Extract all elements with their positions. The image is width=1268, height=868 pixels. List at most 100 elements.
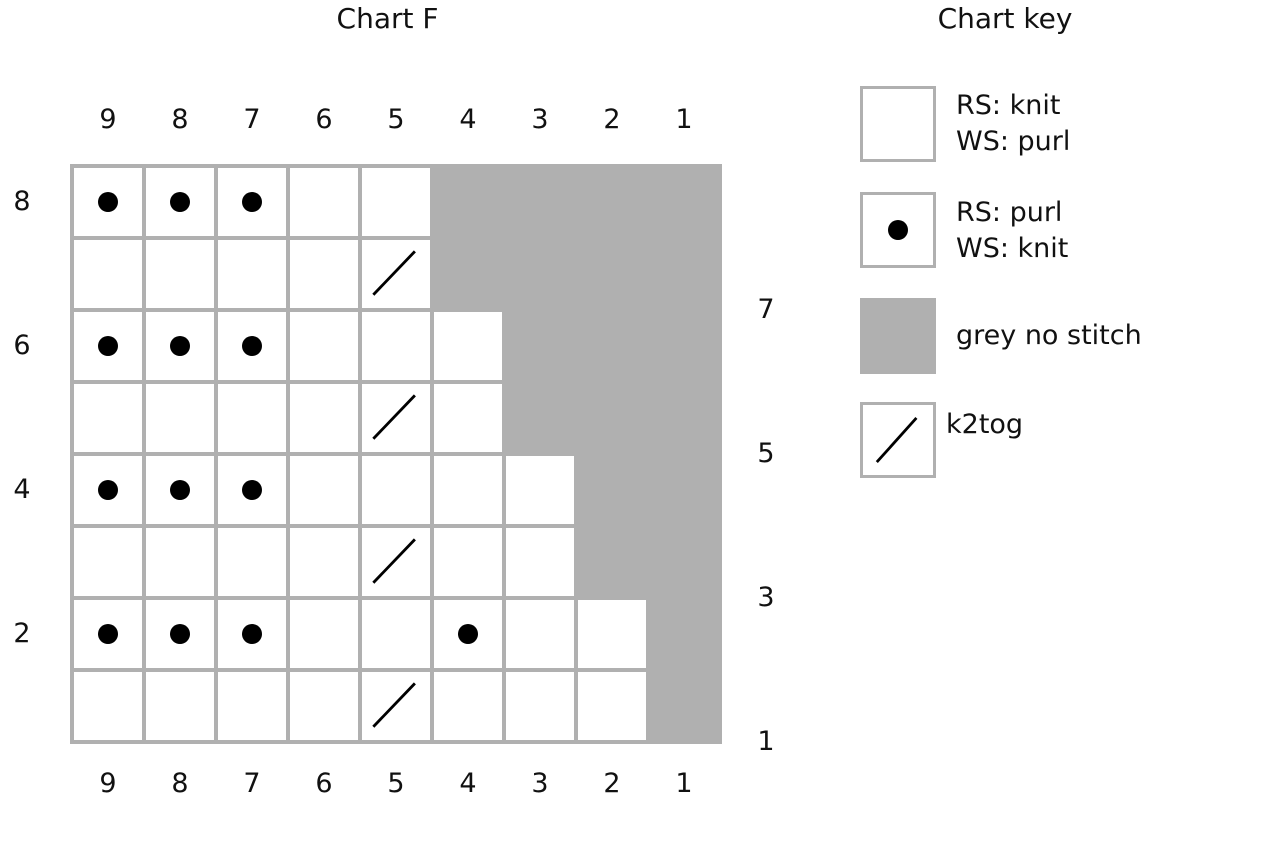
column-number-top: 1 <box>675 104 693 135</box>
chart-cell-blank <box>288 238 360 310</box>
chart-cell-grey <box>576 454 648 526</box>
column-number-bottom: 8 <box>171 768 189 799</box>
purl-dot-icon <box>170 336 190 356</box>
chart-cell-blank <box>504 526 576 598</box>
column-number-bottom: 7 <box>243 768 261 799</box>
chart-cell-grey <box>504 310 576 382</box>
k2tog-slash-icon <box>372 682 416 728</box>
key-label-knit: RS: knit WS: purl <box>956 88 1070 160</box>
column-number-bottom: 2 <box>603 768 621 799</box>
key-label-no-stitch: grey no stitch <box>956 320 1142 351</box>
key-label-knit-line2: WS: purl <box>956 126 1071 157</box>
key-label-k2tog: k2tog <box>946 409 1024 440</box>
purl-dot-icon <box>170 192 190 212</box>
row-number-left: 2 <box>13 618 31 649</box>
k2tog-slash-icon <box>372 394 416 440</box>
chart-title: Chart F <box>336 2 439 35</box>
chart-cell-blank <box>432 670 504 742</box>
chart-cell-grey <box>504 238 576 310</box>
chart-cell-blank <box>216 670 288 742</box>
purl-dot-icon <box>98 192 118 212</box>
chart-cell-blank <box>144 670 216 742</box>
chart-cell-dot <box>216 166 288 238</box>
chart-cell-blank <box>288 310 360 382</box>
chart-cell-dot <box>144 166 216 238</box>
column-number-bottom: 9 <box>99 768 117 799</box>
chart-cell-grey <box>648 670 720 742</box>
column-number-top: 2 <box>603 104 621 135</box>
key-title: Chart key <box>937 2 1073 35</box>
key-label-purl-line2: WS: knit <box>956 233 1069 264</box>
chart-cell-blank <box>360 166 432 238</box>
chart-cell-blank <box>216 382 288 454</box>
chart-cell-dot <box>216 454 288 526</box>
chart-cell-dot <box>432 598 504 670</box>
column-number-top: 5 <box>387 104 405 135</box>
column-number-top: 3 <box>531 104 549 135</box>
purl-dot-icon <box>170 480 190 500</box>
key-symbol-k2tog <box>860 402 936 478</box>
chart-cell-blank <box>360 598 432 670</box>
chart-cell-grey <box>648 166 720 238</box>
chart-cell-blank <box>576 598 648 670</box>
chart-cell-grey <box>576 382 648 454</box>
chart-cell-blank <box>288 166 360 238</box>
row-number-right: 7 <box>757 294 775 325</box>
chart-cell-blank <box>72 238 144 310</box>
purl-dot-icon <box>170 624 190 644</box>
row-number-right: 1 <box>757 726 775 757</box>
chart-cell-blank <box>288 526 360 598</box>
column-number-bottom: 4 <box>459 768 477 799</box>
chart-cell-dot <box>72 454 144 526</box>
purl-dot-icon <box>98 624 118 644</box>
chart-cell-blank <box>360 454 432 526</box>
chart-cell-grey <box>648 526 720 598</box>
row-number-right: 5 <box>757 438 775 469</box>
chart-cell-blank <box>504 598 576 670</box>
column-number-bottom: 1 <box>675 768 693 799</box>
purl-dot-icon <box>458 624 478 644</box>
purl-dot-icon <box>242 624 262 644</box>
chart-cell-grey <box>576 526 648 598</box>
key-label-purl-line1: RS: purl <box>956 197 1063 228</box>
chart-cell-blank <box>432 310 504 382</box>
chart-cell-blank <box>216 526 288 598</box>
key-symbol-no-stitch <box>860 298 936 374</box>
column-number-top: 7 <box>243 104 261 135</box>
chart-cell-grey <box>648 382 720 454</box>
chart-cell-dot <box>216 310 288 382</box>
chart-cell-grey <box>648 238 720 310</box>
chart-cell-blank <box>72 382 144 454</box>
chart-cell-grey <box>504 382 576 454</box>
row-number-left: 6 <box>13 330 31 361</box>
row-number-left: 4 <box>13 474 31 505</box>
purl-dot-icon <box>98 480 118 500</box>
column-number-top: 6 <box>315 104 333 135</box>
chart-cell-blank <box>144 238 216 310</box>
chart-cell-grey <box>576 310 648 382</box>
column-number-bottom: 3 <box>531 768 549 799</box>
chart-cell-blank <box>288 598 360 670</box>
chart-cell-dot <box>144 598 216 670</box>
chart-cell-dot <box>216 598 288 670</box>
chart-cell-blank <box>72 526 144 598</box>
purl-dot-icon <box>242 336 262 356</box>
k2tog-slash-icon <box>372 538 416 584</box>
purl-dot-icon <box>98 336 118 356</box>
k2tog-slash-icon <box>875 416 918 464</box>
chart-cell-k2tog <box>360 238 432 310</box>
chart-cell-blank <box>72 670 144 742</box>
chart-cell-blank <box>360 310 432 382</box>
purl-dot-icon <box>888 220 908 240</box>
chart-cell-k2tog <box>360 382 432 454</box>
row-number-left: 8 <box>13 186 31 217</box>
chart-cell-grey <box>576 166 648 238</box>
key-label-purl: RS: purl WS: knit <box>956 195 1068 267</box>
column-number-top: 9 <box>99 104 117 135</box>
chart-cell-dot <box>144 454 216 526</box>
chart-cell-k2tog <box>360 526 432 598</box>
column-number-bottom: 6 <box>315 768 333 799</box>
chart-cell-blank <box>144 382 216 454</box>
chart-cell-blank <box>504 670 576 742</box>
key-label-knit-line1: RS: knit <box>956 90 1061 121</box>
